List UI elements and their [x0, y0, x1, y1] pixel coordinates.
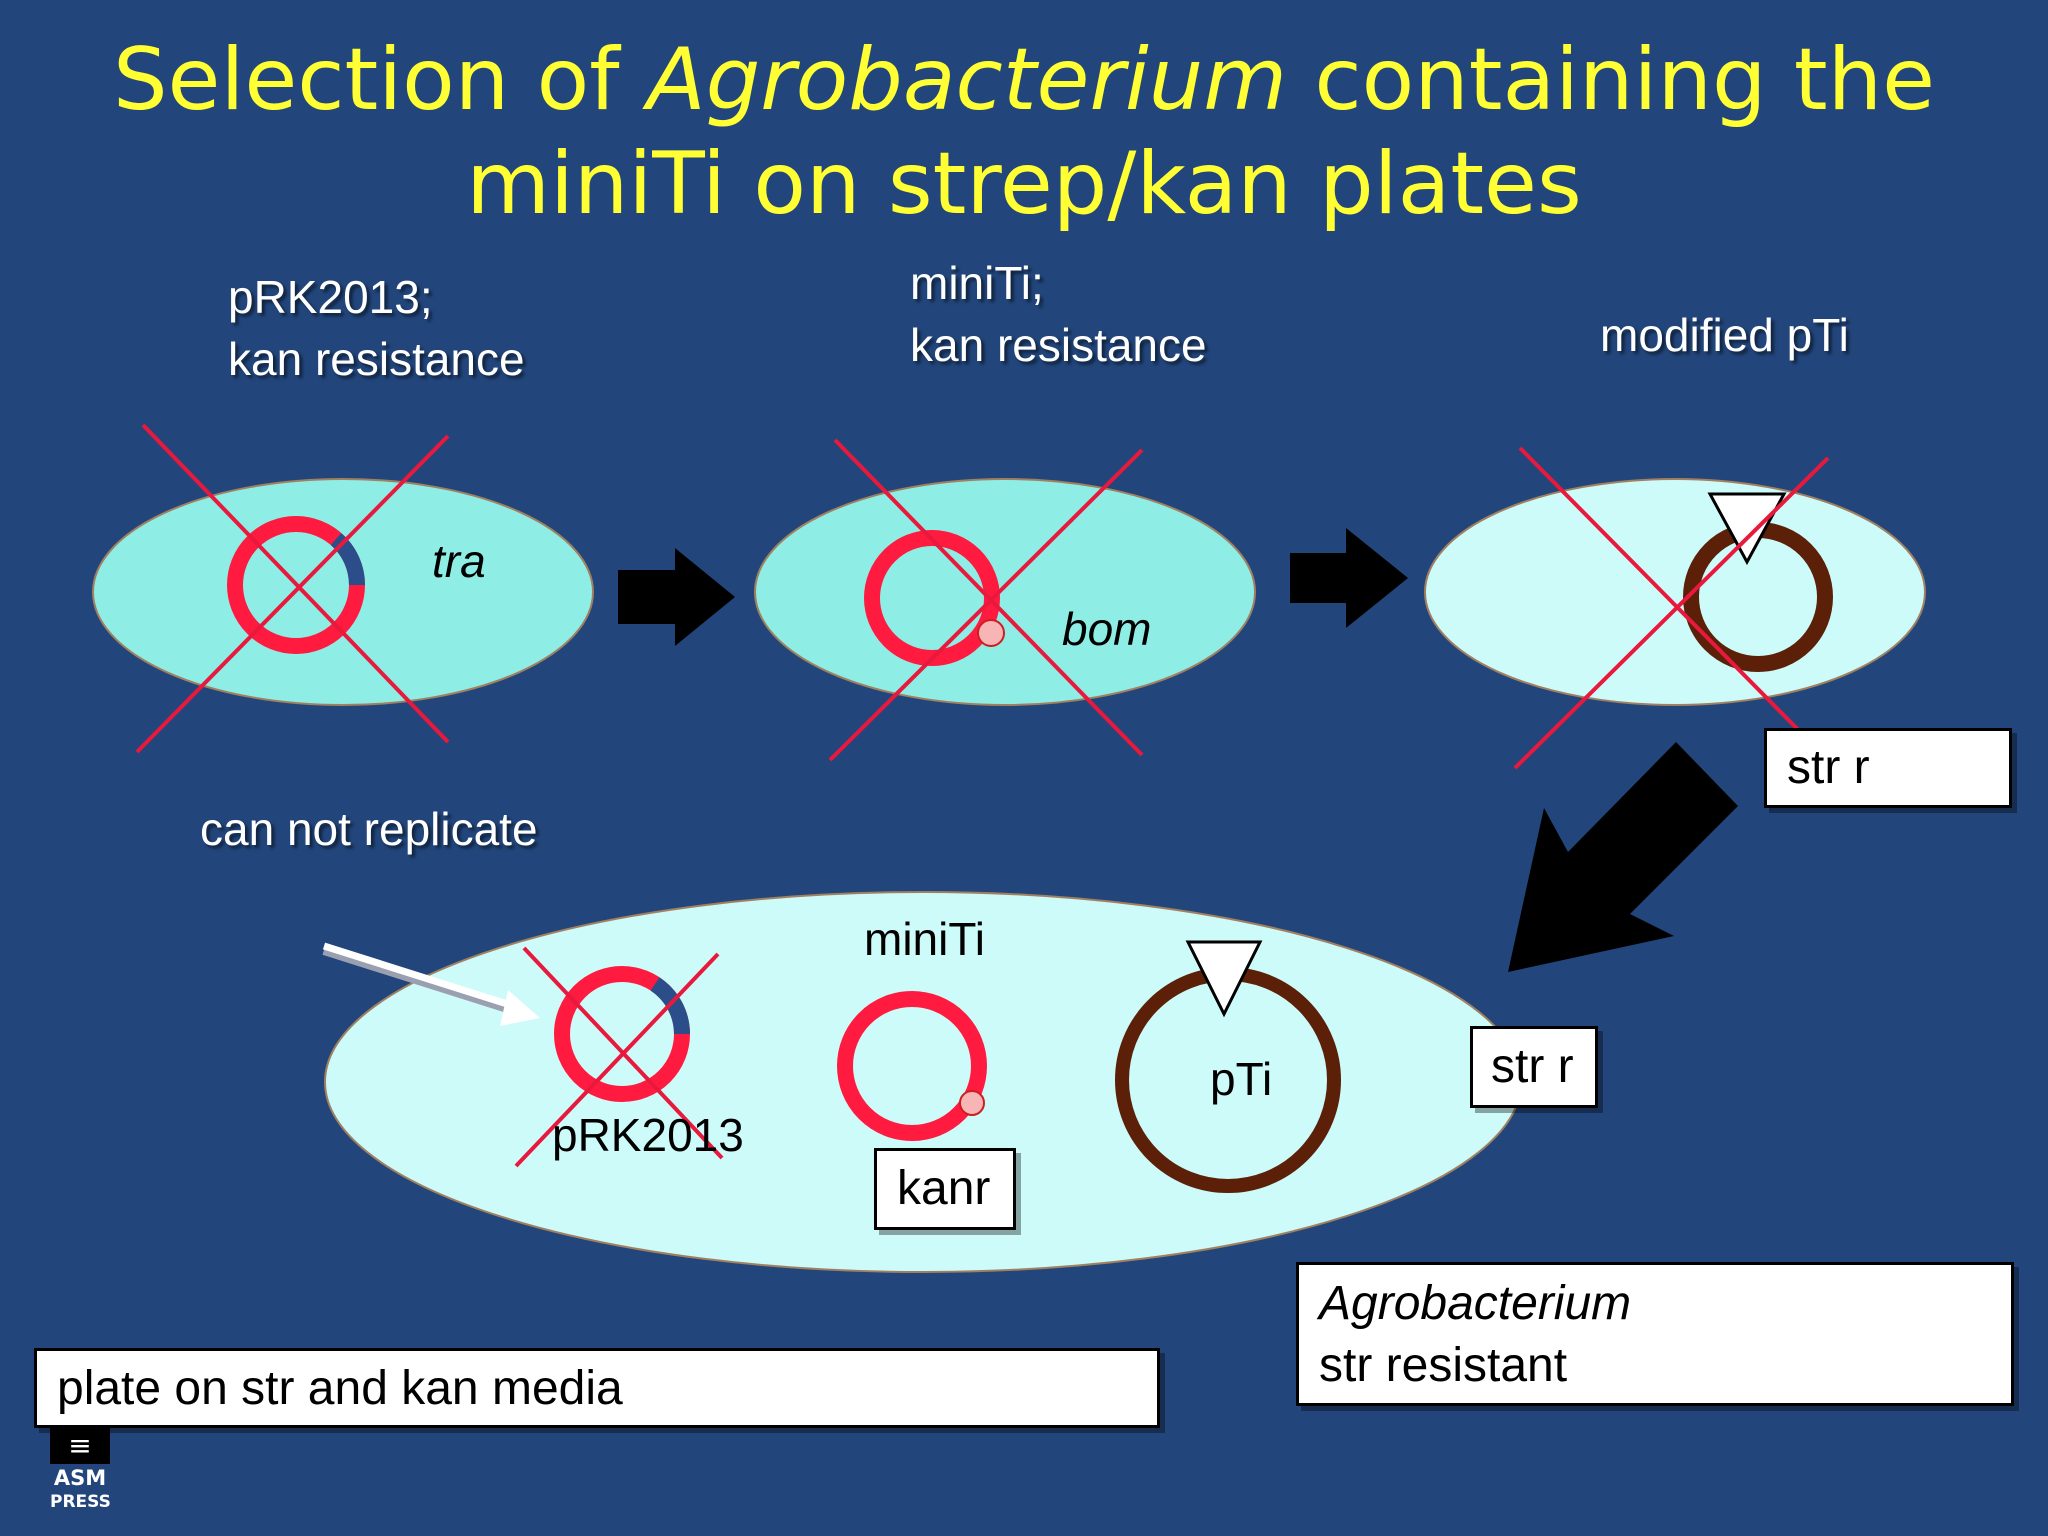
pti-marker-triangle-bottom	[1185, 940, 1263, 1018]
cell-prk2013	[92, 478, 594, 706]
box-str-r-bottom-text: str r	[1491, 1040, 1574, 1093]
label-prk2013-line1: pRK2013;	[228, 271, 433, 323]
box-str-r-bottom: str r	[1470, 1026, 1598, 1108]
label-tra: tra	[432, 535, 486, 587]
asm-logo-mark-icon: ≡	[50, 1428, 110, 1464]
label-can-not-replicate: can not replicate	[200, 803, 538, 855]
label-pti-bottom: pTi	[1210, 1053, 1273, 1105]
title-text-1: Selection of	[112, 30, 647, 130]
asm-press-logo: ≡ ASM PRESS	[50, 1428, 111, 1514]
box-agrobacterium-line2: str resistant	[1319, 1339, 1568, 1392]
box-agrobacterium-line1: Agrobacterium	[1319, 1277, 1632, 1330]
title-italic: Agrobacterium	[646, 30, 1287, 130]
arrow-diagonal-down	[1508, 742, 1738, 972]
label-modified-pti: modified pTi	[1600, 309, 1849, 361]
label-prk2013-bottom: pRK2013	[552, 1109, 744, 1161]
tra-segment-top	[330, 532, 365, 586]
label-miniti-line1: miniTi;	[910, 257, 1044, 309]
cross-prk2013	[135, 423, 450, 754]
bom-site-top	[977, 619, 1005, 647]
logo-line2: PRESS	[50, 1490, 111, 1514]
arrow-can-not-replicate	[322, 942, 540, 1026]
pti-marker-triangle-top	[1707, 492, 1787, 566]
arrow-right-2	[1290, 528, 1408, 628]
tra-segment-bottom	[650, 977, 690, 1035]
arrow-right-1	[618, 548, 735, 646]
box-kanr-text: kanr	[897, 1162, 991, 1215]
cell-modified-pti	[1424, 478, 1926, 706]
label-miniti-line2: kan resistance	[910, 319, 1207, 371]
box-plate-media: plate on str and kan media	[34, 1348, 1160, 1428]
box-kanr: kanr	[874, 1148, 1016, 1230]
label-bom: bom	[1062, 603, 1152, 655]
cross-prk2013-bottom	[514, 946, 724, 1168]
logo-line1: ASM	[50, 1466, 110, 1490]
cross-modified-pti	[1513, 446, 1830, 770]
box-plate-media-text: plate on str and kan media	[57, 1362, 623, 1415]
box-str-r-top: str r	[1764, 728, 2012, 808]
label-miniti-bottom: miniTi	[864, 913, 985, 965]
bom-site-bottom	[959, 1090, 985, 1116]
label-prk2013-line2: kan resistance	[228, 333, 525, 385]
cell-miniti	[754, 478, 1256, 706]
title-line-2: miniTi on strep/kan plates	[466, 134, 1582, 234]
plasmid-miniti-bottom	[837, 991, 987, 1141]
box-agrobacterium: Agrobacterium str resistant	[1296, 1262, 2014, 1406]
cross-miniti	[828, 438, 1144, 762]
slide-title: Selection of Agrobacterium containing th…	[0, 28, 2048, 236]
box-str-r-top-text: str r	[1787, 741, 1870, 794]
title-text-2: containing the	[1287, 30, 1936, 130]
